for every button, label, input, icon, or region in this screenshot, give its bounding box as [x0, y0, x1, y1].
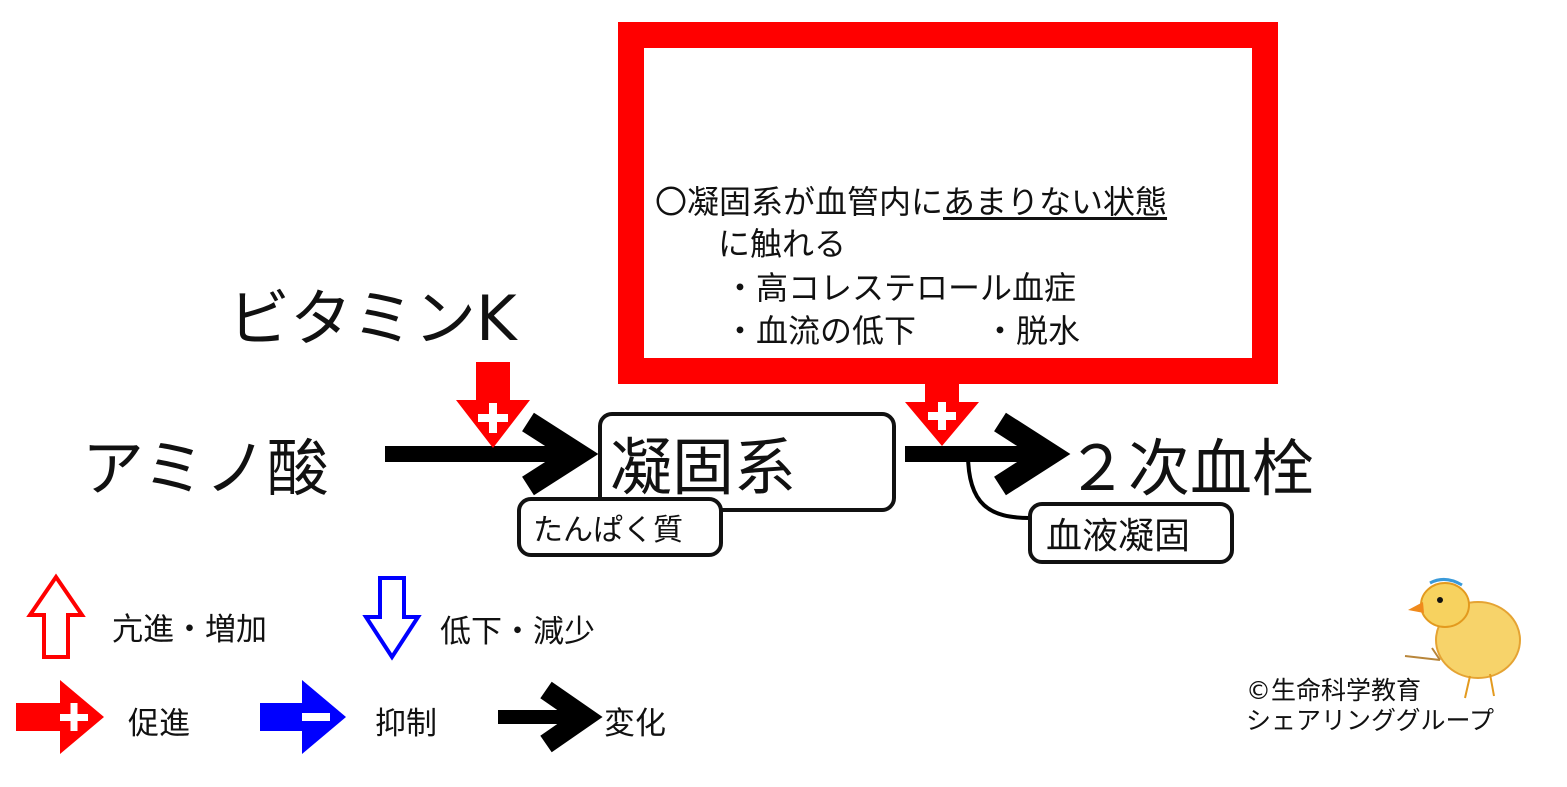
legend-inhibit-label: 抑制 — [375, 706, 437, 742]
credit-line-1: ©生命科学教育 — [1246, 676, 1422, 705]
chick-mascot-icon — [1404, 578, 1521, 699]
promote-legend-icon — [16, 680, 104, 754]
secondary-thrombus-label: ２次血栓 — [1066, 432, 1315, 505]
coagulation-system-label: 凝固系 — [610, 431, 797, 504]
condition-line-4b: ・脱水 — [984, 312, 1081, 350]
condition-line-3: ・高コレステロール血症 — [724, 269, 1077, 307]
change-arrow-amino-to-coagulation — [385, 412, 599, 496]
blood-coagulation-label: 血液凝固 — [1046, 516, 1191, 557]
vitamin-k-label: ビタミンK — [228, 282, 517, 355]
legend-decrease-label: 低下・減少 — [440, 614, 595, 650]
condition-underlined-text: あまりない状態 — [943, 183, 1168, 221]
condition-line-2: に触れる — [718, 225, 847, 263]
credit-line-2: シェアリンググループ — [1246, 706, 1495, 735]
legend-increase-label: 亢進・増加 — [112, 612, 267, 648]
legend-change-label: 変化 — [604, 706, 666, 742]
condition-box — [618, 22, 1278, 384]
change-arrow-coagulation-to-thrombus — [905, 412, 1071, 496]
change-legend-icon — [498, 681, 603, 753]
condition-line-4a: ・血流の低下 — [724, 312, 917, 350]
connector-curve — [966, 453, 1031, 520]
amino-acid-label: アミノ酸 — [82, 432, 329, 505]
protein-label: たんぱく質 — [533, 513, 683, 548]
promote-arrow-vitamin-k-icon — [456, 362, 530, 448]
protein-box: たんぱく質 — [517, 497, 723, 557]
coagulation-system-box: 凝固系 — [598, 412, 896, 512]
condition-line-1: 〇凝固系が血管内にあまりない状態 — [655, 183, 1168, 221]
inhibit-legend-icon — [260, 680, 346, 754]
promote-arrow-condition-icon — [905, 382, 979, 446]
decrease-arrow-icon — [362, 576, 422, 661]
legend-promote-label: 促進 — [128, 706, 190, 742]
increase-arrow-icon — [26, 573, 86, 659]
blood-coagulation-box: 血液凝固 — [1028, 502, 1234, 564]
